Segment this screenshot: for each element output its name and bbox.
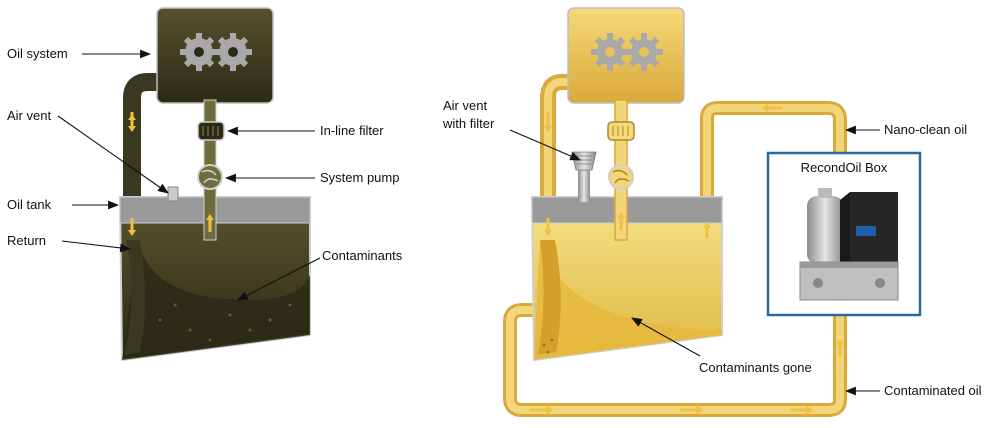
- system-pump: [197, 164, 223, 190]
- system-pump-clean: [608, 164, 634, 190]
- oil-system-box-clean: [567, 7, 685, 104]
- label-air-vent: Air vent: [7, 108, 52, 123]
- contaminated-pipe: [506, 290, 844, 414]
- label-oil-tank: Oil tank: [7, 197, 52, 212]
- oil-system-box: [156, 7, 274, 104]
- return-pipe: [123, 73, 160, 245]
- label-nano-clean-oil: Nano-clean oil: [884, 122, 968, 137]
- label-return: Return: [7, 233, 47, 248]
- label-system-pump: System pump: [320, 170, 400, 185]
- label-contaminants-gone: Contaminants gone: [699, 360, 812, 375]
- flow-arrows-right: [530, 104, 844, 415]
- label-contaminants: Contaminants: [322, 248, 403, 263]
- label-air-vent-line1: Air vent: [443, 98, 488, 113]
- left-system: [118, 7, 311, 362]
- label-oil-system: Oil system: [7, 46, 68, 61]
- skf-logo: [856, 226, 876, 236]
- recondoil-cylinder: [807, 196, 843, 264]
- flow-arrows-left: [128, 112, 214, 236]
- sludge: [122, 240, 310, 360]
- inline-filter-clean: [607, 121, 635, 141]
- air-vent-filter: [578, 168, 590, 202]
- label-contaminated-oil: Contaminated oil: [884, 383, 982, 398]
- air-vent: [167, 186, 179, 202]
- inline-filter: [197, 121, 225, 141]
- recondoil-box-title: RecondOil Box: [800, 160, 888, 175]
- label-air-vent-line2: with filter: [443, 116, 495, 131]
- label-inline-filter: In-line filter: [320, 123, 384, 138]
- right-system: [503, 7, 922, 417]
